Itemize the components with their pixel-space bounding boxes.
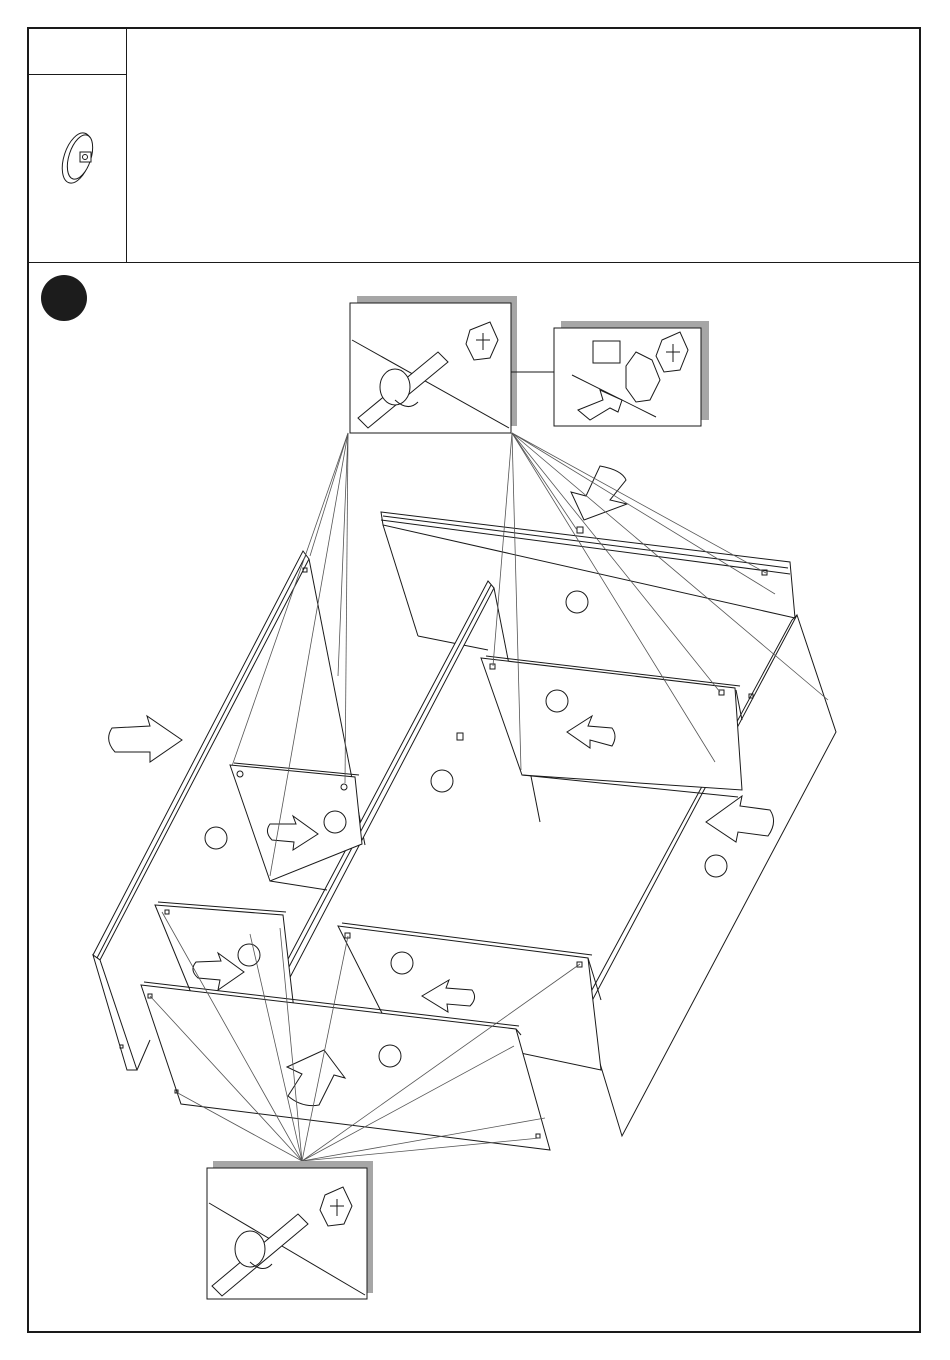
back-panel — [381, 512, 795, 650]
insert-arrow-icon — [109, 716, 182, 762]
cam-turn-detail-icon — [554, 321, 709, 426]
cam-bolt-detail-icon — [350, 296, 517, 433]
cam-bolt-detail-icon — [207, 1161, 373, 1299]
cam-lock-icon — [57, 129, 98, 186]
